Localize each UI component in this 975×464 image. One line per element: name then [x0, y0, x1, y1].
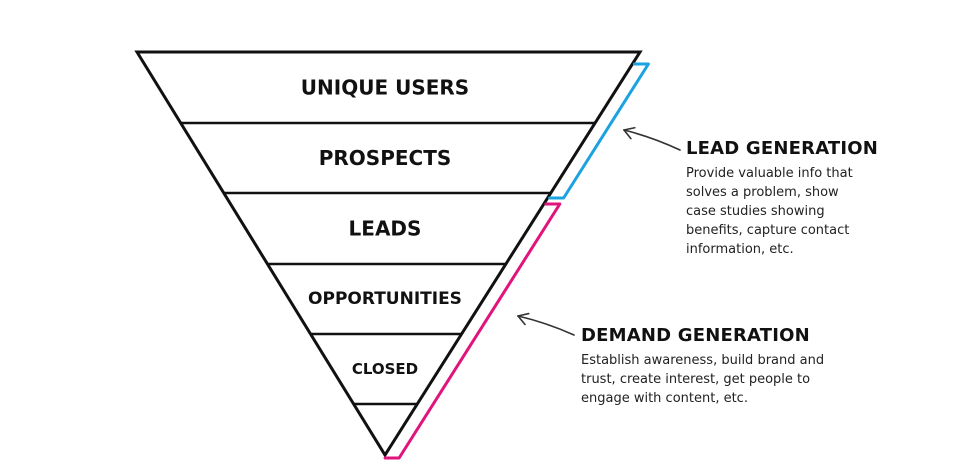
lead-generation-title: LEAD GENERATION — [686, 138, 879, 159]
lead-generation-arrow-icon — [623, 126, 681, 151]
demand-generation-description: Establish awareness, build brand and tru… — [581, 351, 856, 408]
lead-generation-bracket — [548, 62, 650, 200]
funnel: UNIQUE USERS PROSPECTS LEADS OPPORTUNITIES C… — [134, 50, 643, 458]
demand-generation-bracket — [383, 202, 562, 460]
demand-generation-line: engage with content, etc. — [581, 391, 748, 406]
lead-generation-line: benefits, capture contact — [686, 223, 850, 238]
demand-generation-title: DEMAND GENERATION — [581, 325, 810, 346]
brackets — [383, 62, 650, 460]
lead-generation-description: Provide valuable info that solves a prob… — [686, 164, 896, 259]
funnel-stage-label: UNIQUE USERS — [301, 76, 469, 100]
lead-generation-line: case studies showing — [686, 204, 825, 219]
lead-generation-line: Provide valuable info that — [686, 166, 853, 181]
lead-generation-line: information, etc. — [686, 242, 794, 257]
funnel-stage-label: PROSPECTS — [319, 146, 452, 170]
funnel-stage-label: OPPORTUNITIES — [308, 289, 462, 309]
demand-generation-arrow-icon — [517, 312, 575, 336]
lead-generation-line: solves a problem, show — [686, 185, 839, 200]
funnel-stage-label: LEADS — [349, 217, 422, 241]
arrows — [517, 126, 681, 336]
funnel-outline — [134, 50, 643, 458]
funnel-stage-label: CLOSED — [352, 360, 418, 378]
demand-generation-line: trust, create interest, get people to — [581, 372, 811, 387]
demand-generation-line: Establish awareness, build brand and — [581, 353, 825, 368]
